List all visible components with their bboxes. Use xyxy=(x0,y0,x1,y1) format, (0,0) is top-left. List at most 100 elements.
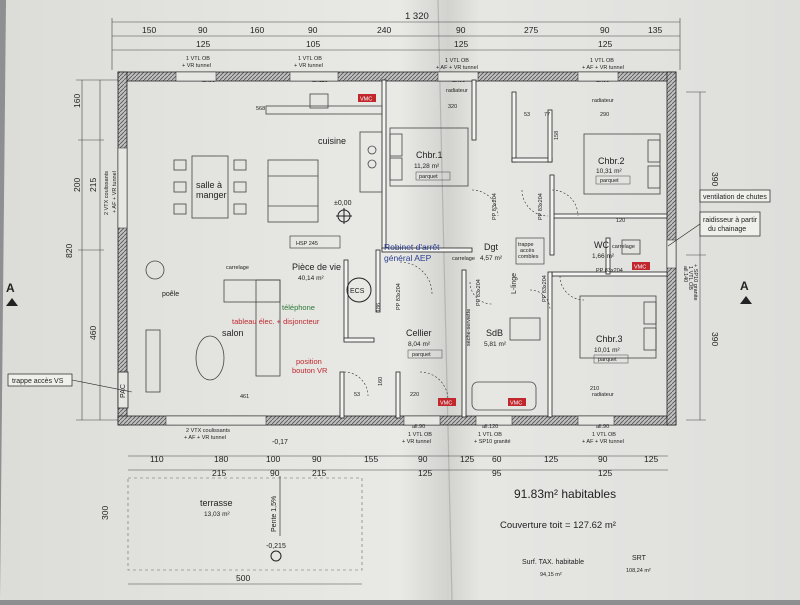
dim-label: 290 xyxy=(600,112,609,118)
floor-tag: carrelage xyxy=(452,256,475,262)
pac-label: PAC xyxy=(120,384,127,398)
bottom-dim-row1: 110 180 100 90 155 90 125 60 125 90 125 xyxy=(150,454,658,464)
dim-label: 200 xyxy=(72,178,82,192)
level-terrace-door: -0,17 xyxy=(272,439,288,446)
dim-label: 180 xyxy=(214,454,228,464)
section-marker-right: A xyxy=(740,279,752,304)
right-dimensions xyxy=(686,91,706,421)
radiateur-label: radiateur xyxy=(446,88,468,94)
dim-label: 160 xyxy=(250,25,264,35)
parquet-tag-box xyxy=(593,354,629,364)
dim-label: 300 xyxy=(100,506,110,520)
srt-label: SRT xyxy=(632,555,647,562)
room-salle: salle à xyxy=(196,180,222,190)
stove-label: poêle xyxy=(162,291,179,298)
bottom-window-ref: all.90 xyxy=(596,424,609,430)
trappe-vs-label: trappe accès VS xyxy=(12,378,64,385)
surf-tax-value: 94,15 m² xyxy=(540,572,562,578)
room-terrasse-area: 13,03 m² xyxy=(204,511,230,518)
dim-label: 105 xyxy=(306,39,320,49)
dim-label: 120 xyxy=(616,218,625,224)
floor-tag: carrelage xyxy=(612,244,635,250)
water-heater-icon xyxy=(346,277,372,303)
door-ref: PP 83x204 xyxy=(596,268,623,274)
window-label: 1 VTL OB xyxy=(590,58,614,64)
trappe-label: trappe xyxy=(518,242,534,248)
door-ref: PP 83x204 xyxy=(476,279,482,306)
dim-label: 90 xyxy=(456,25,466,35)
room-piece-de-vie: Pièce de vie xyxy=(292,262,341,272)
dim-label: 568 xyxy=(256,106,265,112)
dim-label: 158 xyxy=(554,131,560,140)
bottom-window-label: + SP10 granité xyxy=(474,439,511,445)
bottom-window-label: + AF + VR tunnel xyxy=(582,439,624,445)
dim-label: 125 xyxy=(544,454,558,464)
bottom-window-label: + AF + VR tunnel xyxy=(184,435,226,441)
robinet-label: Robinet d'arrêt xyxy=(384,242,440,252)
dim-label: 125 xyxy=(598,39,612,49)
dim-label: 215 xyxy=(312,468,326,478)
vmc-tags: VMC VMC VMC VMC xyxy=(358,94,650,407)
dim-label: 90 xyxy=(418,454,428,464)
room-cellier: Cellier xyxy=(406,328,432,338)
level-terrace: -0,215 xyxy=(266,543,286,550)
exterior-walls xyxy=(117,71,677,426)
room-terrasse: terrasse xyxy=(200,498,233,508)
floor-tag: parquet xyxy=(600,178,619,184)
habitable-area: 91.83m² habitables xyxy=(514,487,616,501)
window-label: 1 VTL OB xyxy=(298,56,322,62)
tableau-label: tableau élec. + disjoncteur xyxy=(232,317,320,326)
dim-label: 160 xyxy=(72,94,82,108)
page-fold xyxy=(437,0,453,601)
dim-label: 100 xyxy=(266,454,280,464)
dim-label: 90 xyxy=(270,468,280,478)
bathroom-fixtures xyxy=(471,239,641,411)
bottom-window-label: 1 VTL OB xyxy=(478,432,502,438)
terrace-outline xyxy=(127,477,363,571)
trappe-label: combles xyxy=(518,254,539,260)
level-zero: ±0,00 xyxy=(334,200,352,207)
dim-label: 90 xyxy=(600,25,610,35)
dim-label: 125 xyxy=(418,468,432,478)
position-label: position xyxy=(296,357,322,366)
surf-tax-label: Surf. TAX. habitable xyxy=(522,559,584,566)
dim-label: 95 xyxy=(492,468,502,478)
bottom-window-ref: all.90 xyxy=(412,424,425,430)
radiateur-label: radiateur xyxy=(592,392,614,398)
dim-label: 110 xyxy=(150,454,164,464)
dim-label: 77 xyxy=(544,112,550,118)
telephone-label: téléphone xyxy=(282,303,315,312)
dim-label: 500 xyxy=(236,573,250,583)
ecs-label: ECS xyxy=(350,288,365,295)
window-label: + AF + VR tunnel xyxy=(582,65,624,71)
door-ref: PP 83x204 xyxy=(542,275,548,302)
bottom-window-label: 1 VTL OB xyxy=(408,432,432,438)
window-label: 1 VTL OB xyxy=(186,56,210,62)
raidisseur-label: raidisseur à partir xyxy=(703,217,758,224)
room-chbr1: Chbr.1 xyxy=(416,150,443,160)
room-chbr1-area: 11,28 m² xyxy=(414,163,440,170)
dim-label: 125 xyxy=(644,454,658,464)
position-label: bouton VR xyxy=(292,366,328,375)
dim-label: 60 xyxy=(492,454,502,464)
floor-tag: carrelage xyxy=(226,265,249,271)
dim-label: 125 xyxy=(460,454,474,464)
right-window-label: 1 VTL OB xyxy=(687,266,693,290)
bottom-dimensions xyxy=(128,455,668,471)
floor-tag: parquet xyxy=(598,357,617,363)
section-letter: A xyxy=(6,281,15,295)
raidisseur-label: du chainage xyxy=(708,226,746,233)
bottom-window-label: + VR tunnel xyxy=(402,439,431,445)
room-cellier-area: 8,04 m² xyxy=(408,341,431,348)
seche-label: sèche-serviette xyxy=(466,309,472,346)
dim-label: 220 xyxy=(410,392,419,398)
left-window-label: + AF + VR tunnel xyxy=(112,171,118,213)
vmc-tag: VMC xyxy=(360,97,372,103)
room-chbr3: Chbr.3 xyxy=(596,334,623,344)
right-window-label: all.140 xyxy=(682,266,688,282)
parquet-tag-box xyxy=(415,171,451,181)
window-label: + VR tunnel xyxy=(294,63,323,69)
parquet-tag-box xyxy=(595,175,631,185)
